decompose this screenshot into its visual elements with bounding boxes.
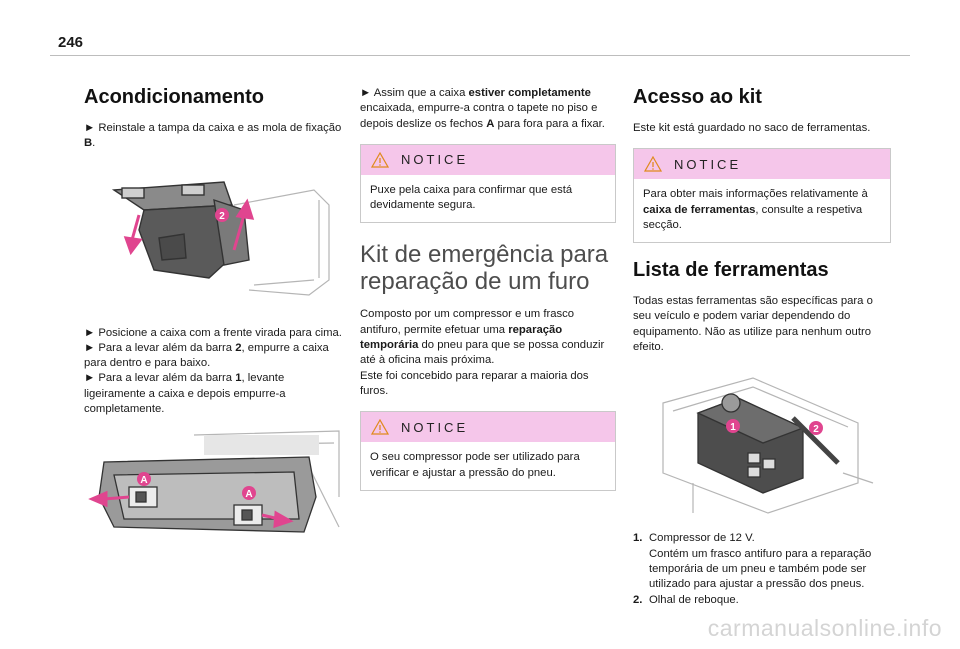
- notice-box-secure: NOTICE Puxe pela caixa para confirmar qu…: [360, 143, 616, 224]
- latches-illustration: A A: [88, 430, 340, 534]
- column-1: Acondicionamento ► Reinstale a tampa da …: [84, 70, 342, 542]
- callout-label: 1: [730, 422, 736, 433]
- notice-title: NOTICE: [401, 419, 469, 435]
- access-description: Este kit está guardado no saco de ferram…: [633, 122, 871, 134]
- callout-2-marker: [809, 421, 823, 436]
- tool-list-description: Todas estas ferramentas são específicas …: [633, 295, 873, 354]
- page-number: 246: [58, 34, 84, 51]
- tool-kit-illustration: 1 2: [662, 377, 874, 515]
- step-bar-1: ► Para a levar além da barra 1, levante …: [84, 372, 286, 416]
- kit-note: Este foi concebido para reparar a maiori…: [360, 369, 589, 397]
- callout-2-marker: [215, 207, 229, 222]
- notice-title: NOTICE: [401, 152, 469, 168]
- watermark: carmanualsonline.info: [707, 615, 942, 641]
- kit-description: Composto por um compressor e um frasco a…: [360, 308, 605, 367]
- section-title-access: Acesso ao kit: [633, 86, 762, 108]
- callout-label: 2: [219, 211, 225, 222]
- step-position: ► Posicione a caixa com a frente virada …: [84, 326, 342, 339]
- warning-icon: [371, 419, 389, 435]
- notice-title: NOTICE: [674, 156, 742, 172]
- callout-A-right-marker: [242, 486, 256, 501]
- step-reinstall: ► Reinstale a tampa da caixa e as mola d…: [84, 122, 342, 150]
- notice-body: Para obter mais informações relativament…: [643, 188, 868, 231]
- warning-icon: [371, 151, 389, 168]
- step-bar-2: ► Para a levar além da barra 2, empurre …: [84, 341, 329, 370]
- notice-body: O seu compressor pode ser utilizado para…: [370, 451, 580, 479]
- notice-header: NOTICE: [361, 412, 615, 443]
- callout-label: 2: [813, 424, 819, 435]
- list-item: 1. Compressor de 12 V.Contém um frasco a…: [633, 532, 872, 591]
- notice-header: NOTICE: [634, 149, 890, 180]
- callout-label: A: [140, 475, 147, 486]
- figure-tool-kit: 1 2: [633, 363, 891, 523]
- figure-latches: A A: [84, 427, 342, 542]
- notice-header: NOTICE: [361, 144, 615, 175]
- box-insertion-illustration: 2: [111, 180, 330, 296]
- callout-A-left-marker: [137, 472, 151, 487]
- section-title-tool-list: Lista de ferramentas: [633, 259, 829, 282]
- step-push-latches: ► Assim que a caixa estiver completament…: [360, 87, 605, 130]
- callout-label: A: [245, 489, 252, 500]
- notice-body: Puxe pela caixa para confirmar que está …: [370, 183, 573, 212]
- tool-list: 1. Compressor de 12 V.Contém um frasco a…: [633, 531, 891, 607]
- notice-compressor: NOTICE O seu compressor pode ser utiliza…: [360, 411, 616, 491]
- section-title-emergency-kit: Kit de emergência para reparação de um f…: [360, 241, 609, 296]
- column-2: ► Assim que a caixa estiver completament…: [360, 86, 616, 503]
- callout-1-marker: [726, 419, 740, 434]
- column-3: Acesso ao kit Este kit está guardado no …: [633, 70, 891, 608]
- section-title-acondicionamento: Acondicionamento: [84, 86, 265, 108]
- list-item: 2. Olhal de reboque.: [633, 593, 739, 606]
- notice-toolbox: NOTICE Para obter mais informações relat…: [633, 148, 891, 244]
- figure-box-insertion: 2: [84, 160, 342, 320]
- warning-icon: [644, 156, 662, 172]
- top-rule: [50, 55, 910, 56]
